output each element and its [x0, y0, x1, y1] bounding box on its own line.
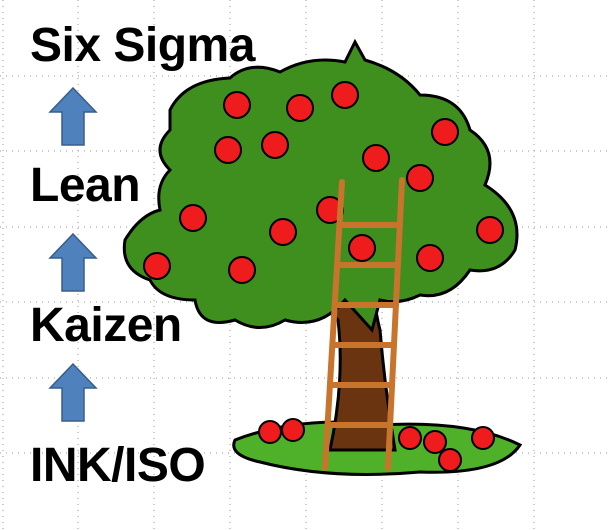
- ladder: [322, 177, 405, 471]
- level-ink-iso: INK/ISO: [30, 439, 206, 492]
- apples: [143, 81, 504, 472]
- level-lean: Lean: [30, 159, 141, 212]
- up-arrow-icon: [48, 87, 98, 146]
- level-six-sigma: Six Sigma: [30, 19, 255, 72]
- up-arrow-icon: [48, 233, 98, 292]
- level-kaizen: Kaizen: [30, 299, 182, 352]
- tree-foliage: [122, 38, 519, 334]
- up-arrow-icon: [48, 363, 98, 422]
